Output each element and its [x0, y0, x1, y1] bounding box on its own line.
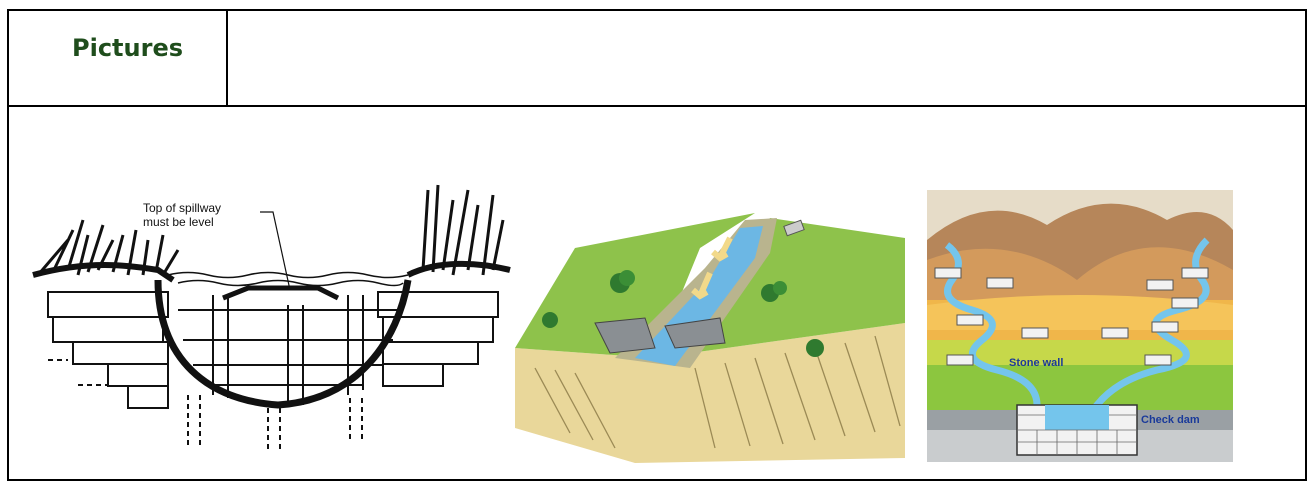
gabion-channel-illustration: [515, 208, 905, 463]
header-row: Pictures: [9, 11, 1305, 107]
check-dam-diagram: Stone wall Check dam: [927, 190, 1233, 462]
spillway-drawing: Top of spillway must be level: [28, 180, 513, 455]
stone-wall-label: Stone wall: [1009, 357, 1063, 369]
header-cell-label: Pictures: [9, 11, 228, 105]
check-dam-label: Check dam: [1141, 414, 1200, 426]
spillway-label-line1: Top of spillway: [143, 201, 221, 215]
spillway-label-line2: must be level: [143, 215, 214, 229]
section-title: Pictures: [72, 34, 183, 62]
